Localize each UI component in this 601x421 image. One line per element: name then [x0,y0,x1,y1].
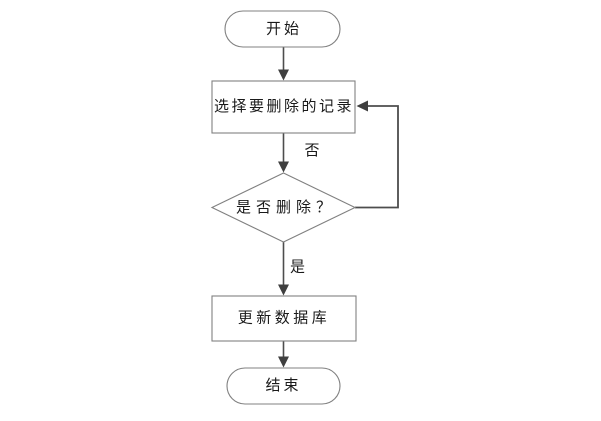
node-update-database: 更新数据库 [211,295,357,342]
node-select-records-label: 选择要删除的记录 [214,98,354,115]
connector-loop-line [355,105,399,209]
process-shape [211,295,357,342]
decision-shape [210,172,357,243]
edge-label-no: 否 [304,143,319,159]
node-update-database-label: 更新数据库 [238,310,331,327]
connector-decision-to-update [278,242,289,296]
edge-label-yes: 是 [290,260,305,276]
arrowhead-down-icon [278,69,289,81]
arrowhead-down-icon [278,356,289,368]
arrowhead-left-icon [356,100,368,112]
arrowhead-down-icon [278,284,289,296]
node-end-label: 结束 [265,377,301,394]
process-shape [211,80,356,134]
connector-select-to-decision [278,133,289,173]
terminator-shape [226,367,341,405]
node-start-label: 开始 [266,21,302,38]
node-delete-decision: 是否删除？ [210,172,357,243]
terminator-shape [224,10,341,48]
node-start: 开始 [224,10,341,48]
node-delete-decision-label: 是否删除？ [236,199,336,216]
node-select-records: 选择要删除的记录 [211,80,356,134]
connector-loop-decision-to-select [355,100,399,209]
connector-update-to-end [278,341,289,368]
arrowhead-down-icon [278,161,289,173]
connector-start-to-select [278,47,289,81]
node-end: 结束 [226,367,341,405]
